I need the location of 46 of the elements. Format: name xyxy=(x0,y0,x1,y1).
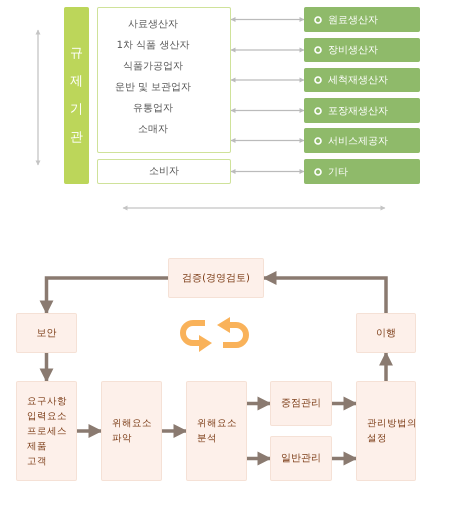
arrow xyxy=(247,396,272,410)
box-label: 포장재생산자 xyxy=(328,104,388,118)
category-box xyxy=(304,128,420,153)
arrow xyxy=(230,108,305,114)
list-item: 유통업자 xyxy=(133,102,173,116)
process-box: 일반관리 xyxy=(270,436,332,481)
arrow xyxy=(332,452,358,466)
list-item: 운반 및 보관업자 xyxy=(114,81,192,95)
arrow xyxy=(230,138,305,144)
arrow xyxy=(262,271,388,313)
process-box: 위해요소 파악 xyxy=(101,381,162,481)
list-item: 식품가공업자 xyxy=(123,60,183,74)
arrow xyxy=(230,16,305,22)
list-item: 소매자 xyxy=(138,123,168,137)
box-label: 서비스제공자 xyxy=(328,134,388,148)
arrow xyxy=(40,353,54,382)
process-box: 이행 xyxy=(356,313,416,353)
category-box xyxy=(304,159,420,184)
arrow xyxy=(162,424,188,438)
arrow xyxy=(379,352,393,381)
process-box: 관리방법의 설정 xyxy=(356,381,416,481)
arrow xyxy=(40,276,168,314)
process-box: 요구사항 입력요소 프로세스 제품 고객 xyxy=(16,381,77,481)
box-label: 기타 xyxy=(328,166,348,178)
process-box: 위해요소 분석 xyxy=(186,381,247,481)
label-bar: 규제기관 xyxy=(64,7,89,184)
process-box: 소비자 xyxy=(97,159,231,184)
box-label: 장비생산자 xyxy=(328,44,378,57)
box-label: 원료생산자 xyxy=(328,14,378,26)
arrow xyxy=(332,396,358,410)
list-item: 사료생산자 xyxy=(128,18,178,32)
process-box: 보안 xyxy=(16,313,77,353)
arrow xyxy=(230,77,305,83)
arrow xyxy=(230,168,305,174)
group-box xyxy=(97,7,231,153)
category-box xyxy=(304,38,420,62)
category-box xyxy=(304,98,420,123)
arrow xyxy=(77,424,102,438)
process-box: 검증(경영검토) xyxy=(168,258,264,298)
box-label: 세척재생산자 xyxy=(328,74,388,87)
list-item: 1차 식품 생산자 xyxy=(116,39,190,53)
category-box xyxy=(304,7,420,32)
category-box xyxy=(304,68,420,92)
arrow xyxy=(230,47,305,53)
process-box: 중점관리 xyxy=(270,381,332,426)
arrow xyxy=(247,452,272,466)
